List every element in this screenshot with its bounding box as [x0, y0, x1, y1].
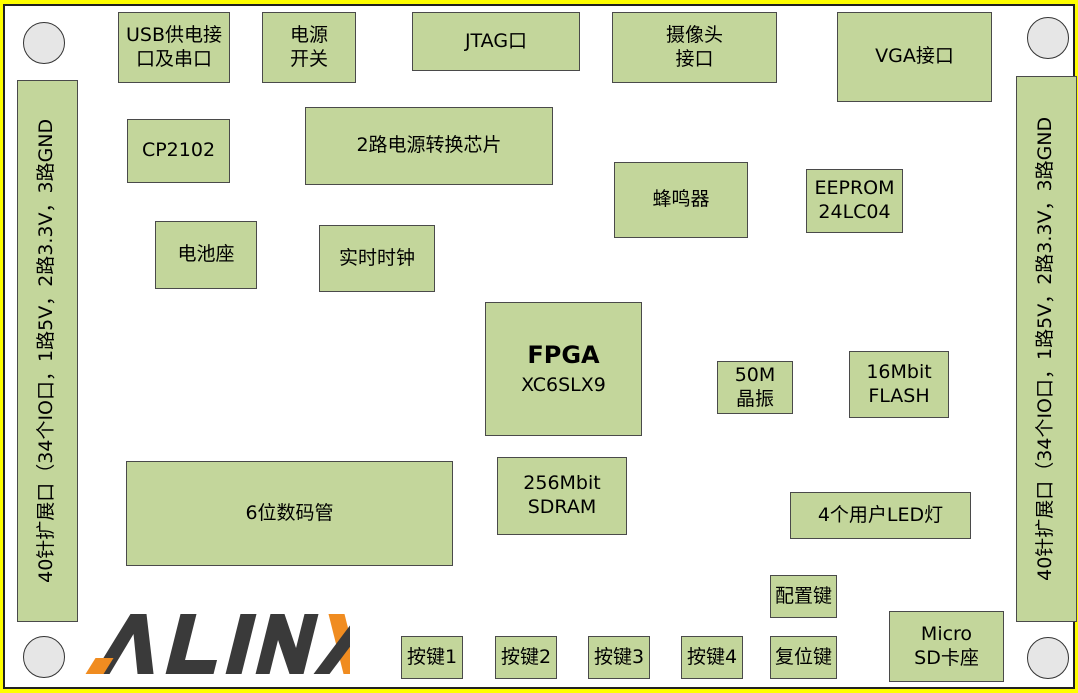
config-key-block: 配置键: [770, 575, 837, 618]
fpga-model: XC6SLX9: [521, 374, 606, 397]
flash-block: 16Mbit FLASH: [849, 351, 949, 418]
seven-segment-block: 6位数码管: [126, 461, 453, 566]
power-chip-block: 2路电源转换芯片: [305, 107, 553, 185]
mounting-hole-top-left: [23, 22, 65, 64]
expansion-connector-right-label: 40针扩展口（34个IO口，1路5V，2路3.3V，3路GND: [1034, 116, 1057, 582]
camera-block: 摄像头 接口: [612, 12, 777, 83]
reset-key-block: 复位键: [770, 636, 837, 679]
fpga-block: FPGA XC6SLX9: [485, 302, 642, 436]
key-3-block: 按键3: [588, 636, 650, 679]
leds-block: 4个用户LED灯: [790, 492, 971, 539]
usb-block: USB供电接 口及串口: [118, 12, 230, 83]
expansion-connector-left-label: 40针扩展口（34个IO口，1路5V，2路3.3V，3路GND: [35, 118, 58, 584]
eeprom-block: EEPROM 24LC04: [806, 169, 903, 233]
oscillator-block: 50M 晶振: [717, 361, 793, 414]
sdram-block: 256Mbit SDRAM: [497, 457, 627, 535]
mounting-hole-top-right: [1027, 17, 1069, 59]
alinx-logo: [85, 614, 350, 674]
battery-block: 电池座: [155, 221, 257, 289]
mounting-hole-bottom-right: [1027, 637, 1069, 679]
expansion-connector-right: 40针扩展口（34个IO口，1路5V，2路3.3V，3路GND: [1016, 76, 1077, 622]
mounting-hole-bottom-left: [23, 636, 65, 678]
rtc-block: 实时时钟: [319, 225, 435, 292]
cp2102-block: CP2102: [127, 119, 230, 183]
key-2-block: 按键2: [495, 636, 557, 679]
key-1-block: 按键1: [401, 636, 463, 679]
vga-block: VGA接口: [837, 12, 992, 102]
buzzer-block: 蜂鸣器: [614, 162, 748, 238]
sd-card-block: Micro SD卡座: [889, 611, 1004, 682]
fpga-title: FPGA: [527, 341, 600, 370]
jtag-block: JTAG口: [412, 12, 580, 71]
expansion-connector-left: 40针扩展口（34个IO口，1路5V，2路3.3V，3路GND: [17, 80, 78, 622]
key-4-block: 按键4: [681, 636, 743, 679]
power-switch-block: 电源 开关: [262, 12, 356, 83]
